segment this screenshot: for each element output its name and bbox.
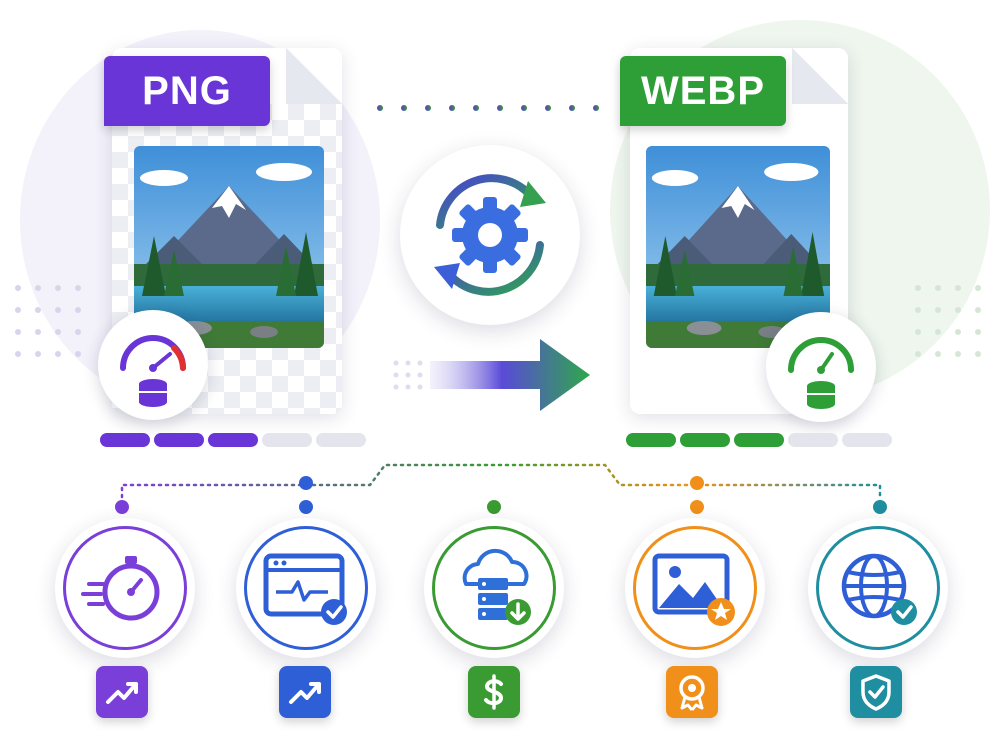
top-dotted-connector: [377, 105, 599, 111]
connector-node: [873, 500, 887, 514]
stopwatch-icon: [81, 556, 160, 621]
target-size-bar: [626, 433, 892, 447]
feature-storage-circle: [424, 518, 564, 658]
page-fold: [286, 48, 342, 104]
dot-grid-left: [15, 285, 81, 357]
feature-compatibility-badge: [850, 666, 902, 718]
connector-node: [299, 476, 313, 490]
connector-node: [487, 500, 501, 514]
award-icon: [679, 675, 705, 711]
feature-speed-circle: [55, 518, 195, 658]
connector-node: [690, 500, 704, 514]
dot-grid-right: [915, 285, 981, 357]
size-bar-segment: [208, 433, 258, 447]
feature-quality-circle: [625, 518, 765, 658]
feature-connector-tree: [120, 463, 882, 499]
conversion-circle: [400, 145, 580, 325]
feature-performance-badge: [279, 666, 331, 718]
target-size-meter: [766, 312, 876, 422]
connector-node: [690, 476, 704, 490]
size-bar-segment: [734, 433, 784, 447]
target-image-thumbnail: [646, 146, 830, 348]
source-size-meter: [98, 310, 208, 420]
trend-up-icon: [106, 682, 138, 704]
target-format-badge: WEBP: [620, 56, 786, 126]
shield-check-icon: [861, 674, 891, 711]
image-quality-icon: [652, 553, 735, 626]
size-bar-segment: [154, 433, 204, 447]
trend-up-icon: [289, 682, 321, 704]
size-bar-segment: [680, 433, 730, 447]
browser-performance-icon: [263, 553, 347, 625]
feature-speed-badge: [96, 666, 148, 718]
size-bar-segment: [100, 433, 150, 447]
feature-performance-circle: [236, 518, 376, 658]
feature-storage-badge: [468, 666, 520, 718]
sync-gear-icon: [434, 174, 546, 296]
conversion-arrow-icon: [393, 339, 590, 411]
source-format-badge: PNG: [104, 56, 270, 126]
size-bar-segment: [626, 433, 676, 447]
connector-node: [115, 500, 129, 514]
size-bar-segment: [842, 433, 892, 447]
page-fold: [792, 48, 848, 104]
feature-quality-badge: [666, 666, 718, 718]
feature-compatibility-circle: [808, 518, 948, 658]
dollar-icon: [484, 674, 504, 710]
source-size-bar: [100, 433, 366, 447]
connector-node: [299, 500, 313, 514]
cloud-storage-download-icon: [462, 548, 531, 625]
size-bar-segment: [262, 433, 312, 447]
size-bar-segment: [788, 433, 838, 447]
globe-check-icon: [841, 553, 917, 625]
size-bar-segment: [316, 433, 366, 447]
